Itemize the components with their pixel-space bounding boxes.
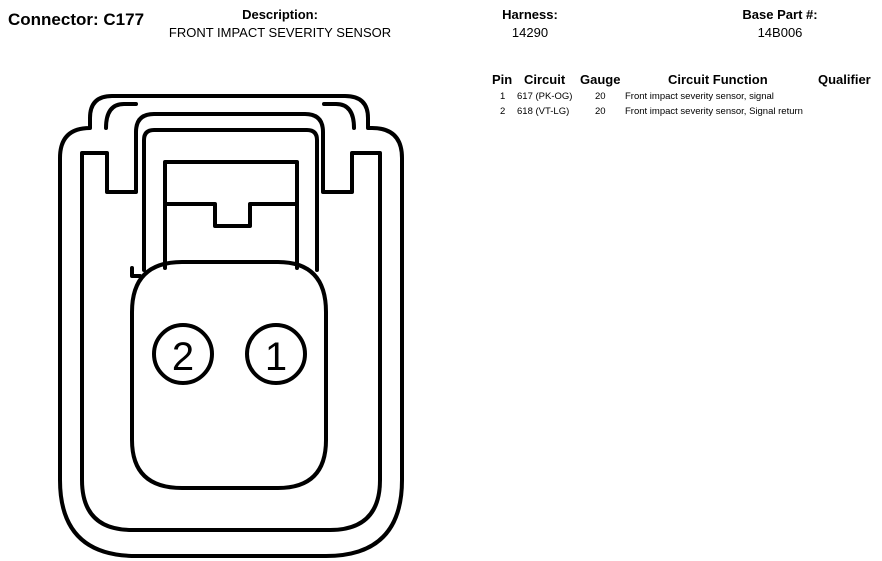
latch-top-edge <box>163 202 299 228</box>
base-part-label: Base Part #: <box>742 7 818 22</box>
description-value: FRONT IMPACT SEVERITY SENSOR <box>168 25 392 40</box>
connector-title: Connector: C177 <box>8 10 144 30</box>
gauge-header: Gauge <box>580 72 621 87</box>
row-function: Front impact severity sensor, Signal ret… <box>625 106 803 117</box>
description-label: Description: <box>242 7 318 22</box>
circuit-header: Circuit <box>524 72 566 87</box>
latch-notch <box>130 266 142 278</box>
row-gauge: 20 <box>595 91 606 102</box>
pin-cavity <box>130 260 328 490</box>
latch <box>163 160 299 270</box>
housing-inner <box>80 112 382 532</box>
latch-channel <box>142 128 319 272</box>
qualifier-header: Qualifier <box>818 72 871 87</box>
housing-outer <box>58 94 404 558</box>
function-header: Circuit Function <box>668 72 768 87</box>
row-circuit: 617 (PK-OG) <box>517 91 573 102</box>
row-pin: 1 <box>500 91 506 102</box>
pin-2-label: 2 <box>172 335 194 379</box>
housing-step-left <box>104 102 138 130</box>
pin-1-label: 1 <box>265 335 287 379</box>
row-pin: 2 <box>500 106 506 117</box>
harness-value: 14290 <box>511 25 549 40</box>
pin-2-circle <box>152 323 214 385</box>
base-part-value: 14B006 <box>757 25 803 40</box>
harness-label: Harness: <box>502 7 558 22</box>
row-function: Front impact severity sensor, signal <box>625 91 774 102</box>
housing-step-right <box>322 102 356 130</box>
pin-header: Pin <box>492 72 513 87</box>
pin-1-circle <box>245 323 307 385</box>
connector-id: C177 <box>103 10 145 29</box>
connector-label: Connector: <box>8 10 99 29</box>
row-circuit: 618 (VT-LG) <box>517 106 570 117</box>
row-gauge: 20 <box>595 106 606 117</box>
